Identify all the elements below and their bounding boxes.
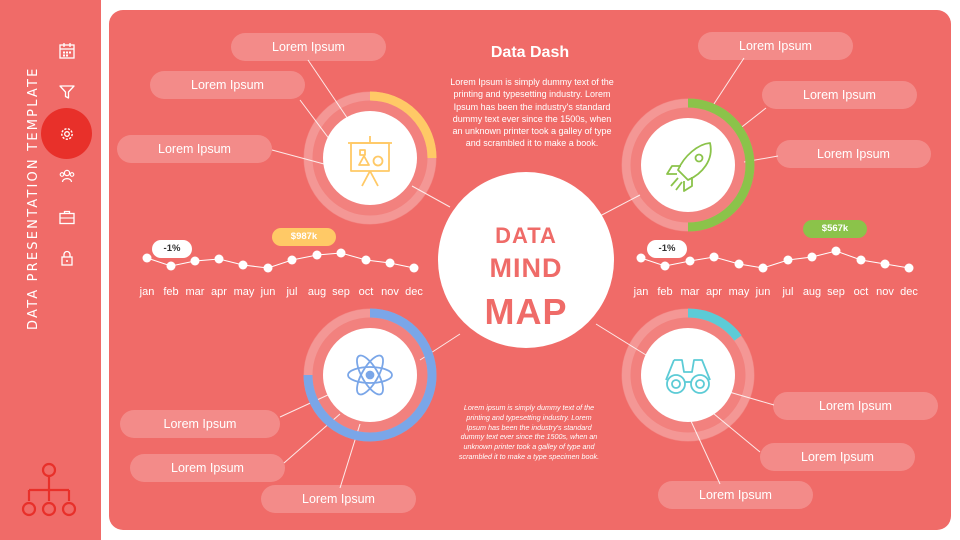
node-binoculars <box>621 308 755 442</box>
month-label: apr <box>211 286 227 298</box>
org-chart-icon <box>21 462 77 517</box>
sparkline-right-badge-value: $567k <box>803 220 867 238</box>
presentation-board-icon <box>348 136 392 187</box>
month-label: sep <box>332 286 350 298</box>
month-label: aug <box>307 286 327 298</box>
month-label: jun <box>755 286 771 298</box>
sparkline-left-badge-value: $987k <box>272 228 336 246</box>
center-title-line2: MIND <box>489 253 563 283</box>
month-label: mar <box>680 286 700 298</box>
month-label: nov <box>876 286 894 298</box>
center-title-line1: DATA <box>495 223 557 248</box>
month-label: jan <box>139 286 155 298</box>
label-pill-bl-1: Lorem Ipsum <box>120 410 280 438</box>
month-label: feb <box>163 286 179 298</box>
month-label: oct <box>358 286 374 298</box>
month-label: aug <box>802 286 822 298</box>
label-pill-br-2: Lorem Ipsum <box>760 443 915 471</box>
month-label: jul <box>782 286 794 298</box>
binoculars-icon <box>665 359 711 394</box>
month-label: nov <box>381 286 399 298</box>
node-progress-arc <box>687 308 742 341</box>
label-pill-tl-1: Lorem Ipsum <box>231 33 386 61</box>
label-pill-br-1: Lorem Ipsum <box>773 392 938 420</box>
node-presentation <box>303 91 437 225</box>
sidebar: DATA PRESENTATION TEMPLATE <box>0 0 101 540</box>
label-pill-br-3: Lorem Ipsum <box>658 481 813 509</box>
center-circle <box>438 172 614 348</box>
note-body: Lorem ipsum is simply dummy text of the … <box>458 403 600 461</box>
settings-icon[interactable] <box>58 125 76 143</box>
label-pill-tr-3: Lorem Ipsum <box>776 140 931 168</box>
node-progress-arc <box>687 98 755 232</box>
funnel-icon[interactable] <box>58 83 76 101</box>
calendar-icon[interactable] <box>58 42 76 60</box>
center-title-line3: MAP <box>484 291 568 332</box>
label-pill-tl-3: Lorem Ipsum <box>117 135 272 163</box>
briefcase-icon[interactable] <box>58 208 76 226</box>
month-label: jun <box>260 286 276 298</box>
sparkline-right-badge-change: -1% <box>647 240 687 258</box>
month-label: dec <box>900 286 918 298</box>
sparkline-right-points <box>636 246 914 273</box>
month-label: jul <box>286 286 298 298</box>
sparkline-left-badge-change: -1% <box>152 240 192 258</box>
month-label: jan <box>633 286 649 298</box>
node-progress-arc <box>369 91 437 159</box>
sparkline-left-points <box>142 248 419 273</box>
month-label: feb <box>657 286 673 298</box>
label-pill-bl-2: Lorem Ipsum <box>130 454 285 482</box>
month-label: mar <box>185 286 205 298</box>
atom-icon <box>347 354 393 396</box>
node-progress-arc <box>303 308 437 442</box>
month-label: oct <box>853 286 869 298</box>
active-nav-item[interactable] <box>41 108 92 159</box>
label-pill-tl-2: Lorem Ipsum <box>150 71 305 99</box>
month-label: apr <box>706 286 722 298</box>
label-pill-tr-2: Lorem Ipsum <box>762 81 917 109</box>
rocket-icon <box>666 142 712 192</box>
data-dash-body: Lorem Ipsum is simply dummy text of the … <box>450 77 614 149</box>
data-dash-title: Data Dash <box>490 44 570 61</box>
label-pill-tr-1: Lorem Ipsum <box>698 32 853 60</box>
month-label: may <box>233 286 255 298</box>
users-icon[interactable] <box>58 167 76 185</box>
month-label: sep <box>827 286 845 298</box>
lock-icon[interactable] <box>58 249 76 267</box>
node-rocket <box>621 98 755 232</box>
month-label: dec <box>405 286 423 298</box>
label-pill-bl-3: Lorem Ipsum <box>261 485 416 513</box>
month-label: may <box>728 286 750 298</box>
